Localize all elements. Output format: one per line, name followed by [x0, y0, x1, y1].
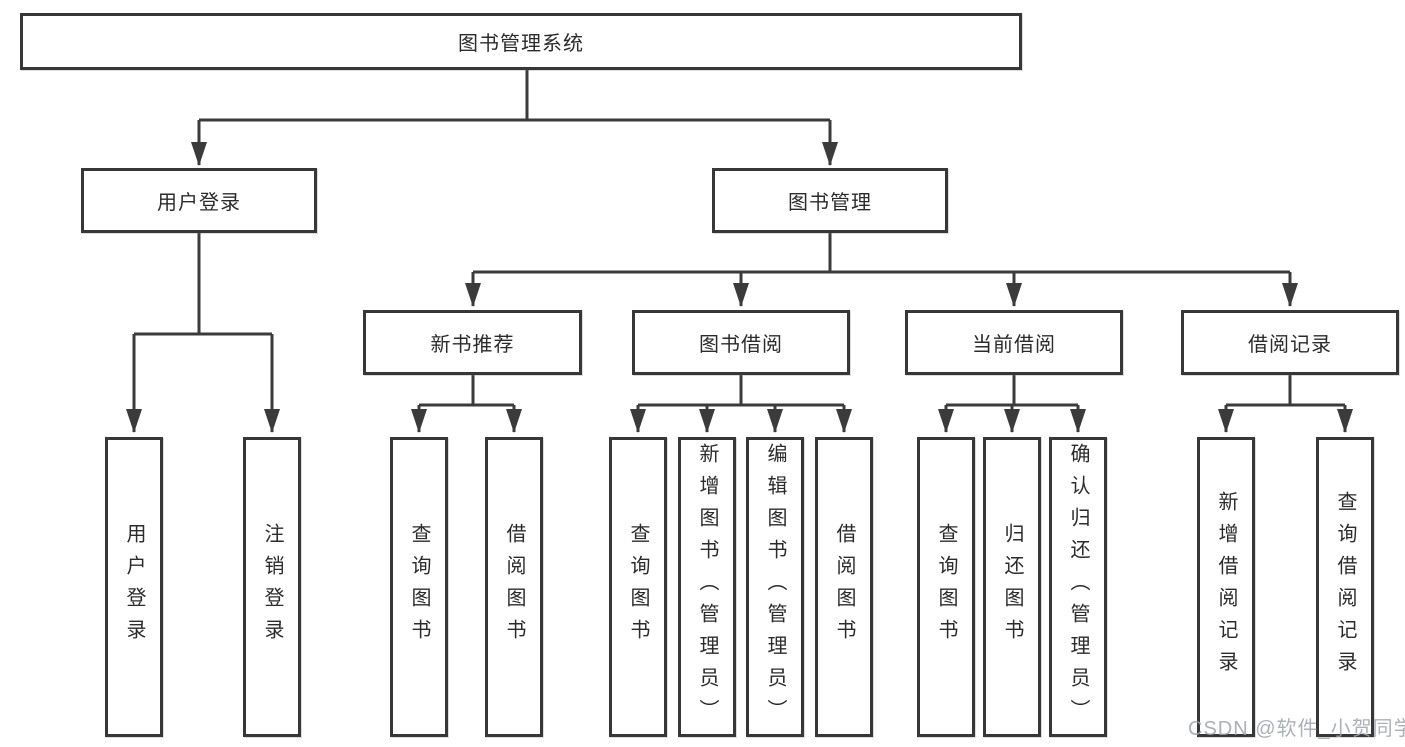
node-user-login: 用户登录 — [81, 168, 317, 233]
leaf-add-borrow-record-label: 新增借阅记录 — [1215, 491, 1237, 683]
leaf-add-borrow-record: 新增借阅记录 — [1197, 437, 1255, 737]
leaf-query-borrow-record-label: 查询借阅记录 — [1334, 491, 1356, 683]
leaf-query-books-3-label: 查询图书 — [935, 523, 957, 651]
leaf-return-book: 归还图书 — [983, 437, 1041, 737]
leaf-add-book-admin: 新增图书（管理员） — [678, 437, 736, 737]
leaf-borrow-books-2-label: 借阅图书 — [833, 523, 855, 651]
leaf-edit-book-admin-label: 编辑图书（管理员） — [764, 443, 786, 731]
node-borrow-records: 借阅记录 — [1181, 310, 1399, 375]
leaf-return-book-label: 归还图书 — [1001, 523, 1023, 651]
leaf-user-login-label: 用户登录 — [123, 523, 145, 651]
node-book-management: 图书管理 — [712, 168, 948, 233]
node-library-system: 图书管理系统 — [20, 13, 1022, 70]
leaf-borrow-books-1: 借阅图书 — [485, 437, 543, 737]
leaf-query-books-3: 查询图书 — [917, 437, 975, 737]
leaf-confirm-return-admin-label: 确认归还（管理员） — [1067, 443, 1089, 731]
leaf-query-books-1-label: 查询图书 — [408, 523, 430, 651]
leaf-borrow-books-1-label: 借阅图书 — [503, 523, 525, 651]
leaf-add-book-admin-label: 新增图书（管理员） — [696, 443, 718, 731]
leaf-query-books-2-label: 查询图书 — [627, 523, 649, 651]
leaf-logout-label: 注销登录 — [261, 523, 283, 651]
leaf-logout: 注销登录 — [243, 437, 301, 737]
node-current-borrow: 当前借阅 — [905, 310, 1123, 375]
node-book-borrow: 图书借阅 — [632, 310, 850, 375]
leaf-user-login: 用户登录 — [105, 437, 163, 737]
leaf-query-borrow-record: 查询借阅记录 — [1316, 437, 1374, 737]
node-new-book-recommend: 新书推荐 — [363, 310, 582, 375]
leaf-query-books-1: 查询图书 — [390, 437, 448, 737]
leaf-borrow-books-2: 借阅图书 — [815, 437, 873, 737]
leaf-edit-book-admin: 编辑图书（管理员） — [746, 437, 804, 737]
leaf-confirm-return-admin: 确认归还（管理员） — [1049, 437, 1107, 737]
watermark: CSDN @软件_小贺同学 — [1188, 718, 1405, 740]
leaf-query-books-2: 查询图书 — [609, 437, 667, 737]
